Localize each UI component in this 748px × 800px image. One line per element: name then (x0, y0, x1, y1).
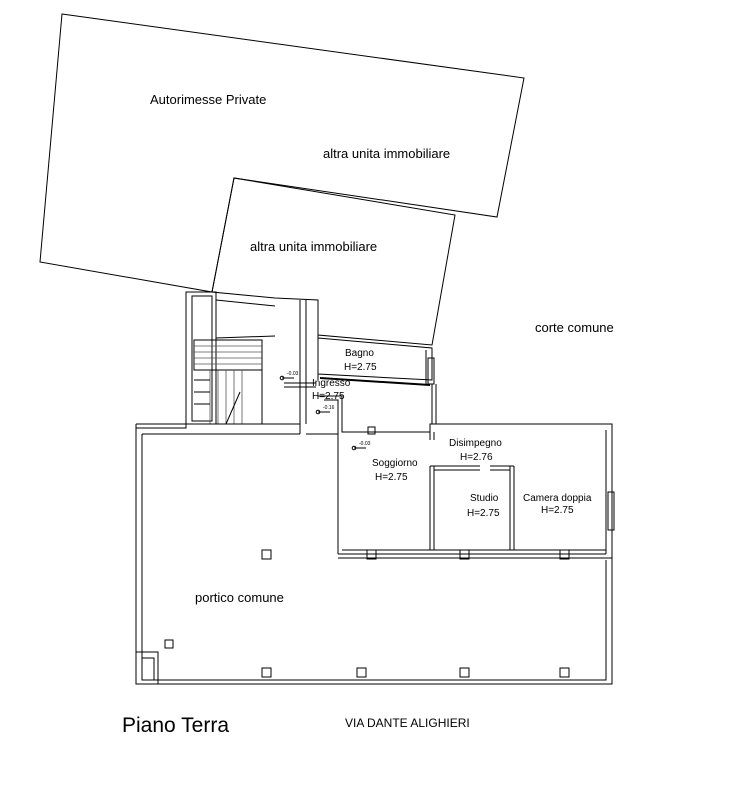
room-soggiorno-height: H=2.75 (375, 472, 408, 483)
room-camera-name: Camera doppia (523, 493, 592, 504)
level-markers: -0.03 -0.16 -0.03 (279, 371, 371, 451)
street-name: VIA DANTE ALIGHIERI (345, 716, 470, 730)
entrance-corridor (284, 300, 319, 424)
level-label-2: -0.16 (323, 405, 335, 411)
room-disimpegno-name: Disimpegno (449, 438, 502, 449)
neighbor-unit-outline (211, 177, 456, 346)
label-portico-comune: portico comune (195, 590, 284, 605)
label-corte-comune: corte comune (535, 320, 614, 335)
room-bagno-name: Bagno (345, 348, 374, 359)
room-ingresso-height: H=2.75 (312, 391, 345, 402)
portico-outline (135, 423, 613, 685)
label-altra-unita-mid: altra unita immobiliare (250, 239, 377, 254)
room-disimpegno-height: H=2.76 (460, 452, 493, 463)
room-studio-height: H=2.75 (467, 508, 500, 519)
room-studio-name: Studio (470, 493, 499, 504)
apartment-walls (318, 384, 615, 560)
room-ingresso-name: Ingresso (312, 378, 351, 389)
label-autorimesse: Autorimesse Private (150, 92, 266, 107)
room-soggiorno-name: Soggiorno (372, 458, 418, 469)
floor-title: Piano Terra (122, 714, 229, 737)
pillars (164, 426, 570, 678)
bagno-walls (317, 337, 435, 386)
room-camera-height: H=2.75 (541, 505, 574, 516)
level-label-3: -0.03 (359, 441, 371, 447)
room-bagno-height: H=2.75 (344, 362, 377, 373)
staircase (185, 291, 300, 425)
label-altra-unita-top: altra unita immobiliare (323, 146, 450, 161)
level-label-1: -0.03 (287, 371, 299, 377)
